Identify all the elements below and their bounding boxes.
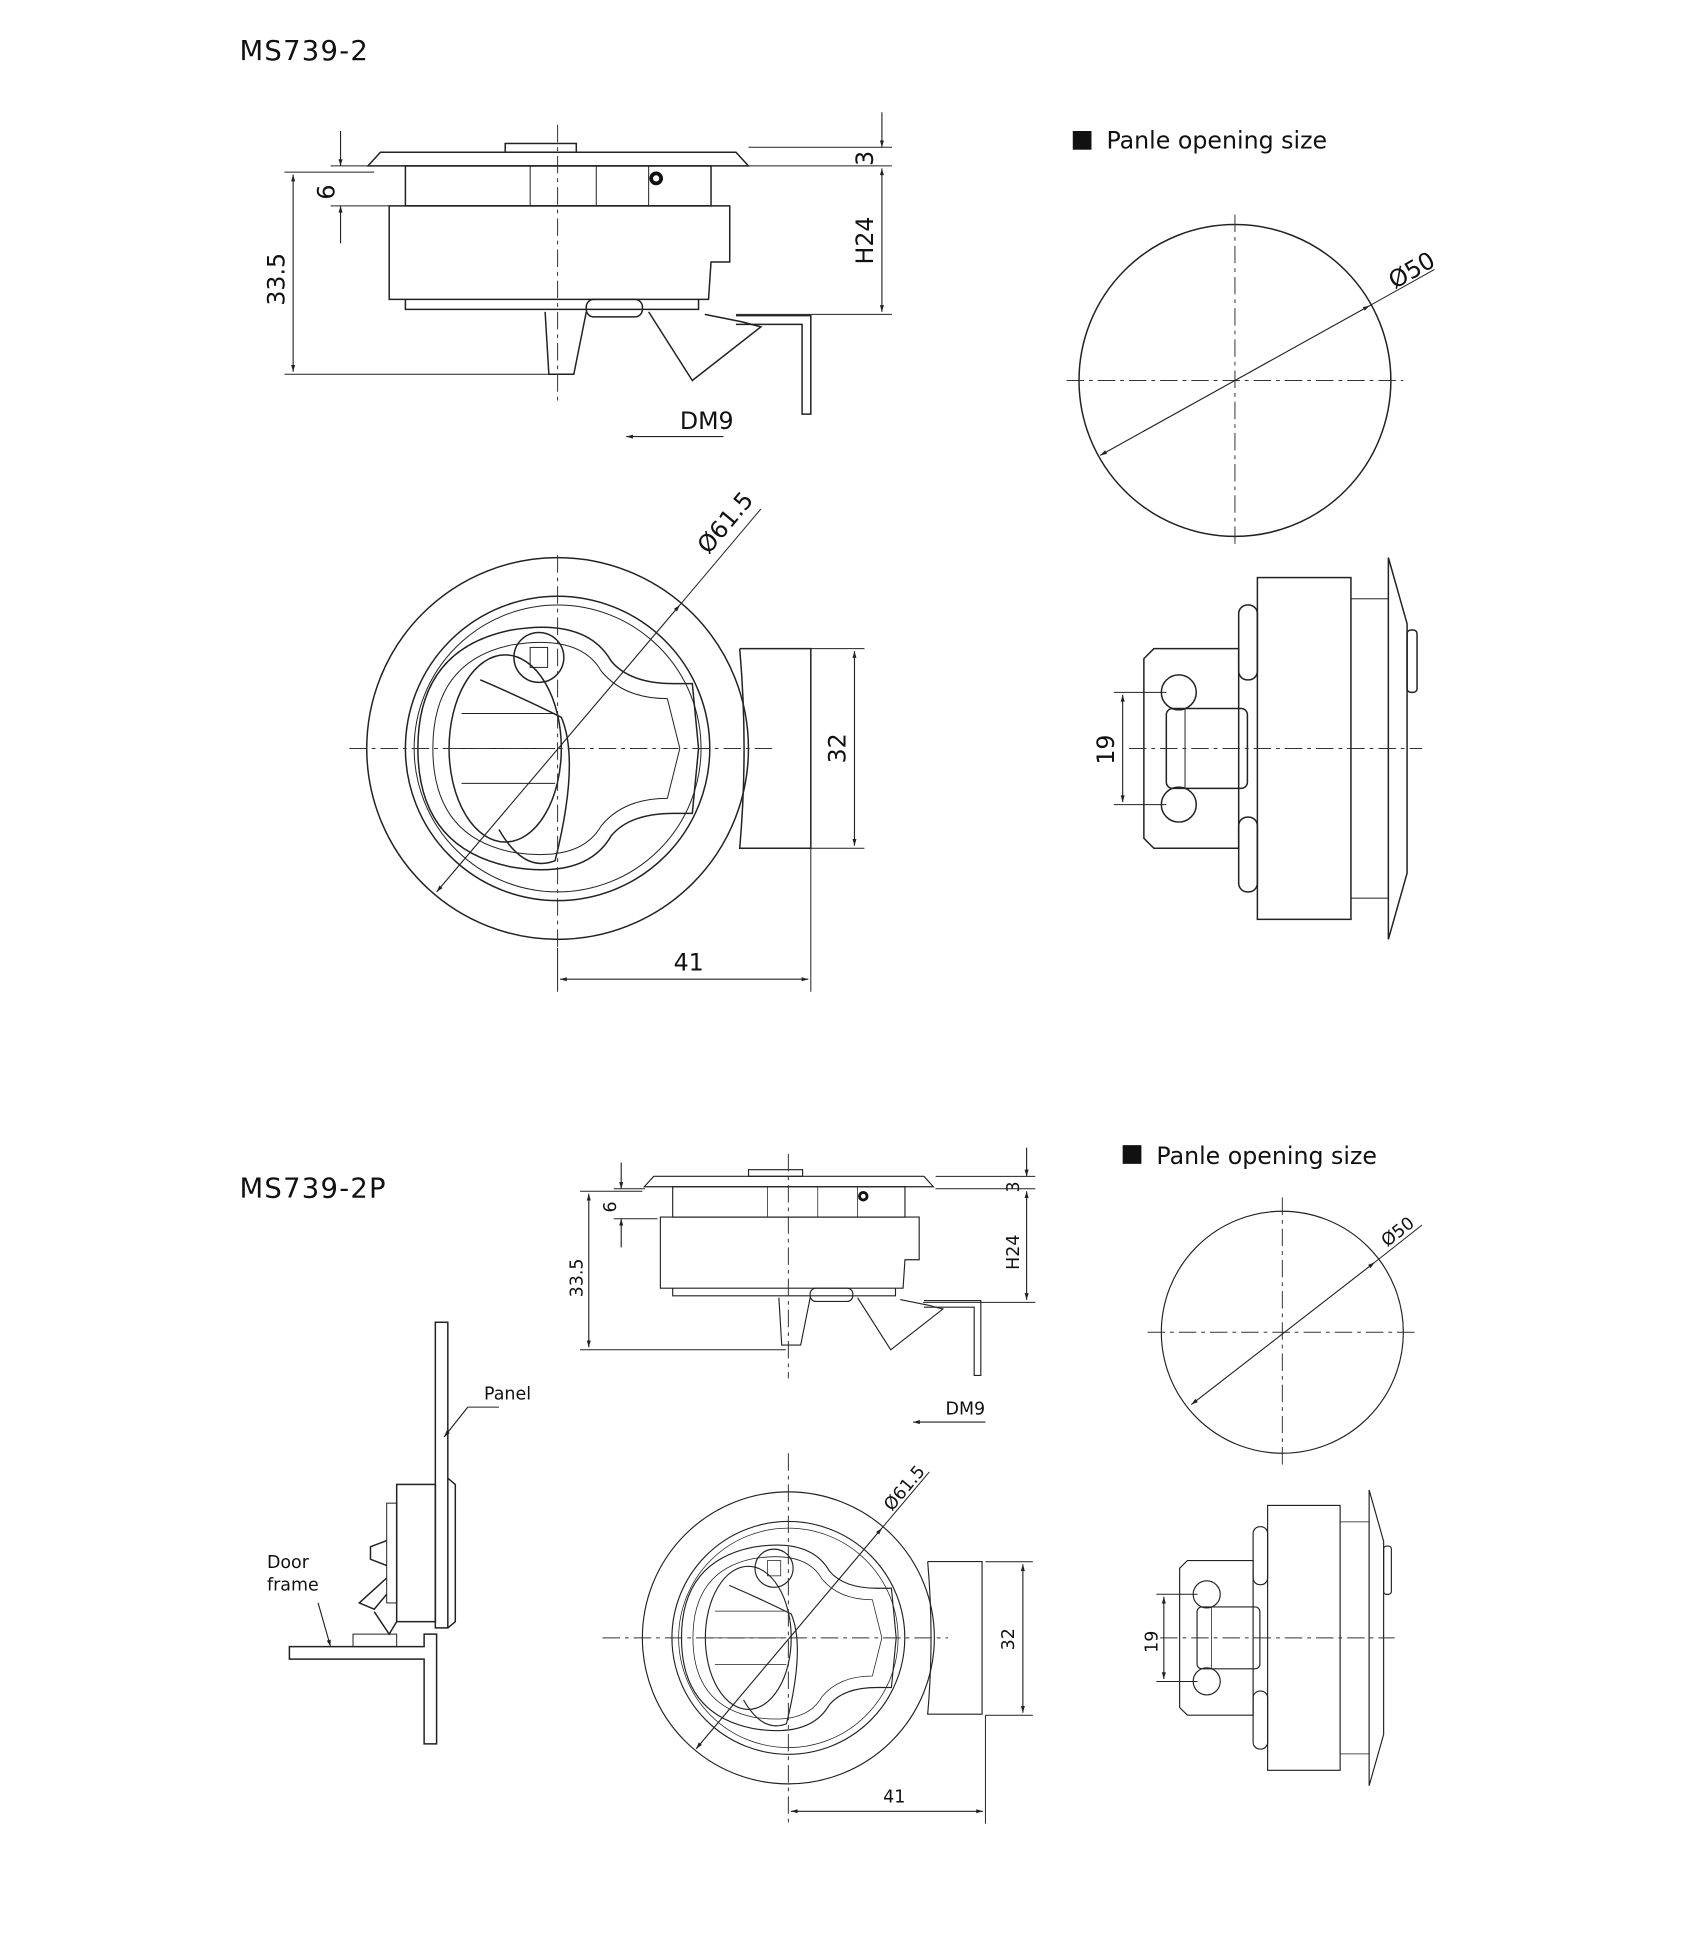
side-view: 33.5 6 3 H24 DM9 (568, 1147, 1036, 1425)
door-frame-bracket (288, 1633, 438, 1745)
dim-tab-height: 32 (999, 1628, 1019, 1650)
dim-height: 33.5 (568, 1258, 588, 1297)
assembly-view: Panel Door frame (267, 1321, 531, 1745)
model-title: MS739-2P (240, 1174, 387, 1205)
model-title: MS739-2 (240, 36, 370, 67)
dim-offset: 6 (312, 185, 340, 200)
dim-bracket: 19 (1143, 1631, 1163, 1653)
right-view: 19 (1092, 556, 1423, 941)
legend-square-icon (1122, 1145, 1142, 1164)
dim-bracket: 19 (1092, 735, 1120, 765)
front-view: Ø61.5 32 41 (349, 486, 865, 992)
dim-tab-offset: 41 (674, 949, 704, 977)
dim-height: 33.5 (262, 253, 290, 306)
panel-opening-label: Panle opening size (1106, 126, 1327, 154)
dim-flange: 3 (1004, 1181, 1024, 1192)
dim-depth: H24 (1004, 1235, 1024, 1270)
panel-opening-label: Panle opening size (1156, 1142, 1377, 1170)
dim-direction: DM9 (946, 1400, 986, 1420)
panel-opening: Panle opening size Ø50 (1066, 126, 1440, 547)
dim-outer-diameter: Ø61.5 (880, 1462, 929, 1515)
dim-direction: DM9 (680, 407, 734, 435)
door-frame-label-line1: Door (267, 1553, 310, 1573)
dim-flange: 3 (851, 151, 879, 166)
door-frame-label-line2: frame (267, 1575, 319, 1595)
dim-tab-offset: 41 (883, 1788, 905, 1808)
dim-depth: H24 (851, 217, 879, 265)
model-ms739-2p: MS739-2P 33.5 6 3 H24 DM9 Ø61.5 32 41 Pa… (240, 1142, 1423, 1828)
front-view: Ø61.5 32 41 (602, 1453, 1033, 1828)
legend-square-icon (1072, 131, 1092, 150)
dim-offset: 6 (601, 1201, 621, 1212)
side-view: 33.5 6 3 H24 DM9 (262, 112, 892, 439)
dim-opening-diameter: Ø50 (1384, 246, 1440, 295)
panel-plate (434, 1321, 449, 1629)
dim-opening-diameter: Ø50 (1378, 1213, 1419, 1251)
dim-tab-height: 32 (824, 733, 852, 763)
model-ms739-2: MS739-2 33.5 6 3 H24 DM9 Ø61.5 32 41 Pan… (240, 36, 1440, 992)
right-view: 19 (1143, 1489, 1395, 1787)
panel-opening: Panle opening size Ø50 (1122, 1142, 1423, 1466)
panel-label: Panel (484, 1385, 531, 1405)
